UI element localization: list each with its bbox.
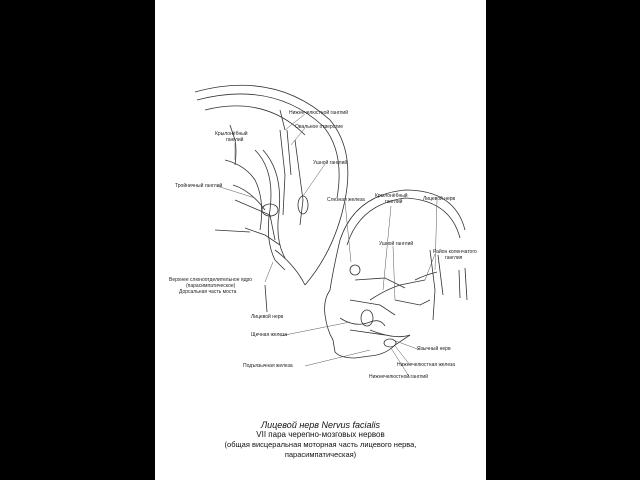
- label-lingual-nerve: Язычный нерв: [417, 346, 451, 352]
- ganglion-left: [261, 203, 279, 217]
- label-salivary-nucleus-2: (парасимпатическое): [186, 283, 236, 289]
- label-geniculate-region-1: Район коленчатого: [433, 249, 477, 255]
- slide: Нижнечелюстной ганглий Овальное отверсти…: [155, 0, 486, 480]
- label-salivary-nucleus-3: Дорсальная часть моста: [179, 289, 237, 295]
- label-facial-nerve-left: Лицевой нерв: [251, 314, 284, 320]
- skull-outline-left: [194, 84, 349, 286]
- caption-title: Лицевой нерв Nervus facialis: [260, 420, 381, 430]
- brainstem: [254, 149, 286, 271]
- label-oval-opening: Овальное отверстие: [295, 124, 343, 130]
- label-pterygopalatine-ganglion-left-2: ганглий: [226, 137, 244, 143]
- label-geniculate-region-2: ганглия: [445, 255, 463, 261]
- label-parotid-gland: Щечная железа: [251, 332, 288, 338]
- label-facial-nerve-right: Лицевой нерв: [423, 196, 456, 202]
- head-outline: [324, 189, 466, 359]
- label-salivary-nucleus-1: Верхнее слюноотделительное ядро: [169, 277, 253, 283]
- face-detail: [354, 277, 406, 289]
- label-submandibular-ganglion: Нижнечелюстной ганглий: [369, 374, 428, 380]
- label-pterygopalatine-ganglion-right-2: ганглий: [385, 199, 403, 205]
- label-lacrimal-gland: Слезная железа: [327, 197, 365, 203]
- caption-line-3: (общая висцеральная моторная часть лицев…: [224, 440, 417, 449]
- caption: Лицевой нерв Nervus facialis VII пара че…: [155, 420, 486, 460]
- label-lower-jaw-ganglion-top: Нижнечелюстной ганглий: [289, 110, 348, 116]
- label-sublingual-gland: Подъязычная железа: [243, 363, 293, 369]
- label-trigeminal-ganglion: Тройничный ганглий: [175, 183, 223, 189]
- facial-nerve-diagram: [194, 84, 468, 379]
- caption-subtitle: VII пара черепно-мозговых нервов: [256, 430, 385, 439]
- eye: [349, 264, 361, 276]
- label-ear-ganglion-mid: Ушной ганглий: [379, 241, 414, 247]
- label-ear-ganglion-top: Ушной ганглий: [313, 160, 348, 166]
- label-pterygopalatine-ganglion-right-1: Крылонёбный: [375, 193, 408, 199]
- label-submandibular-gland: Нижнечелюстная железа: [397, 362, 456, 368]
- label-pterygopalatine-ganglion-left-1: Крылонёбный: [215, 131, 248, 137]
- caption-line-4: парасимпатическая): [284, 450, 357, 459]
